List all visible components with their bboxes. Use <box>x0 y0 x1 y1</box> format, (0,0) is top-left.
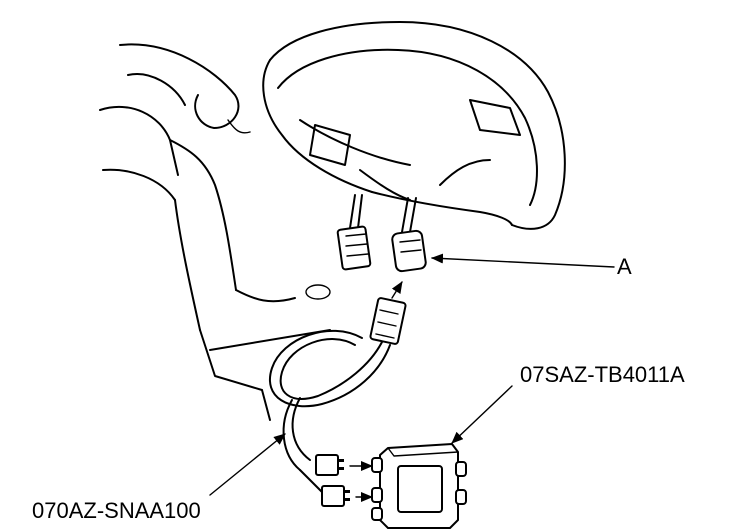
connector-a <box>391 229 427 273</box>
callout-tool-box-label: 07SAZ-TB4011A <box>520 362 685 387</box>
tool-box <box>371 443 467 529</box>
leader-a <box>431 253 615 268</box>
leader-box <box>451 385 513 444</box>
vehicle-connector-left <box>336 225 372 271</box>
leader-lines <box>209 253 615 496</box>
dashboard <box>99 43 331 421</box>
callout-a-label: A <box>617 254 632 279</box>
leader-harness <box>209 433 286 496</box>
harness-connector <box>369 281 407 345</box>
column-wiring <box>349 194 417 233</box>
steering-wheel <box>262 21 566 230</box>
tool-plug-upper <box>315 454 373 476</box>
tool-plug-lower <box>321 485 373 507</box>
callout-harness-label: 070AZ-SNAA100 <box>32 498 201 523</box>
